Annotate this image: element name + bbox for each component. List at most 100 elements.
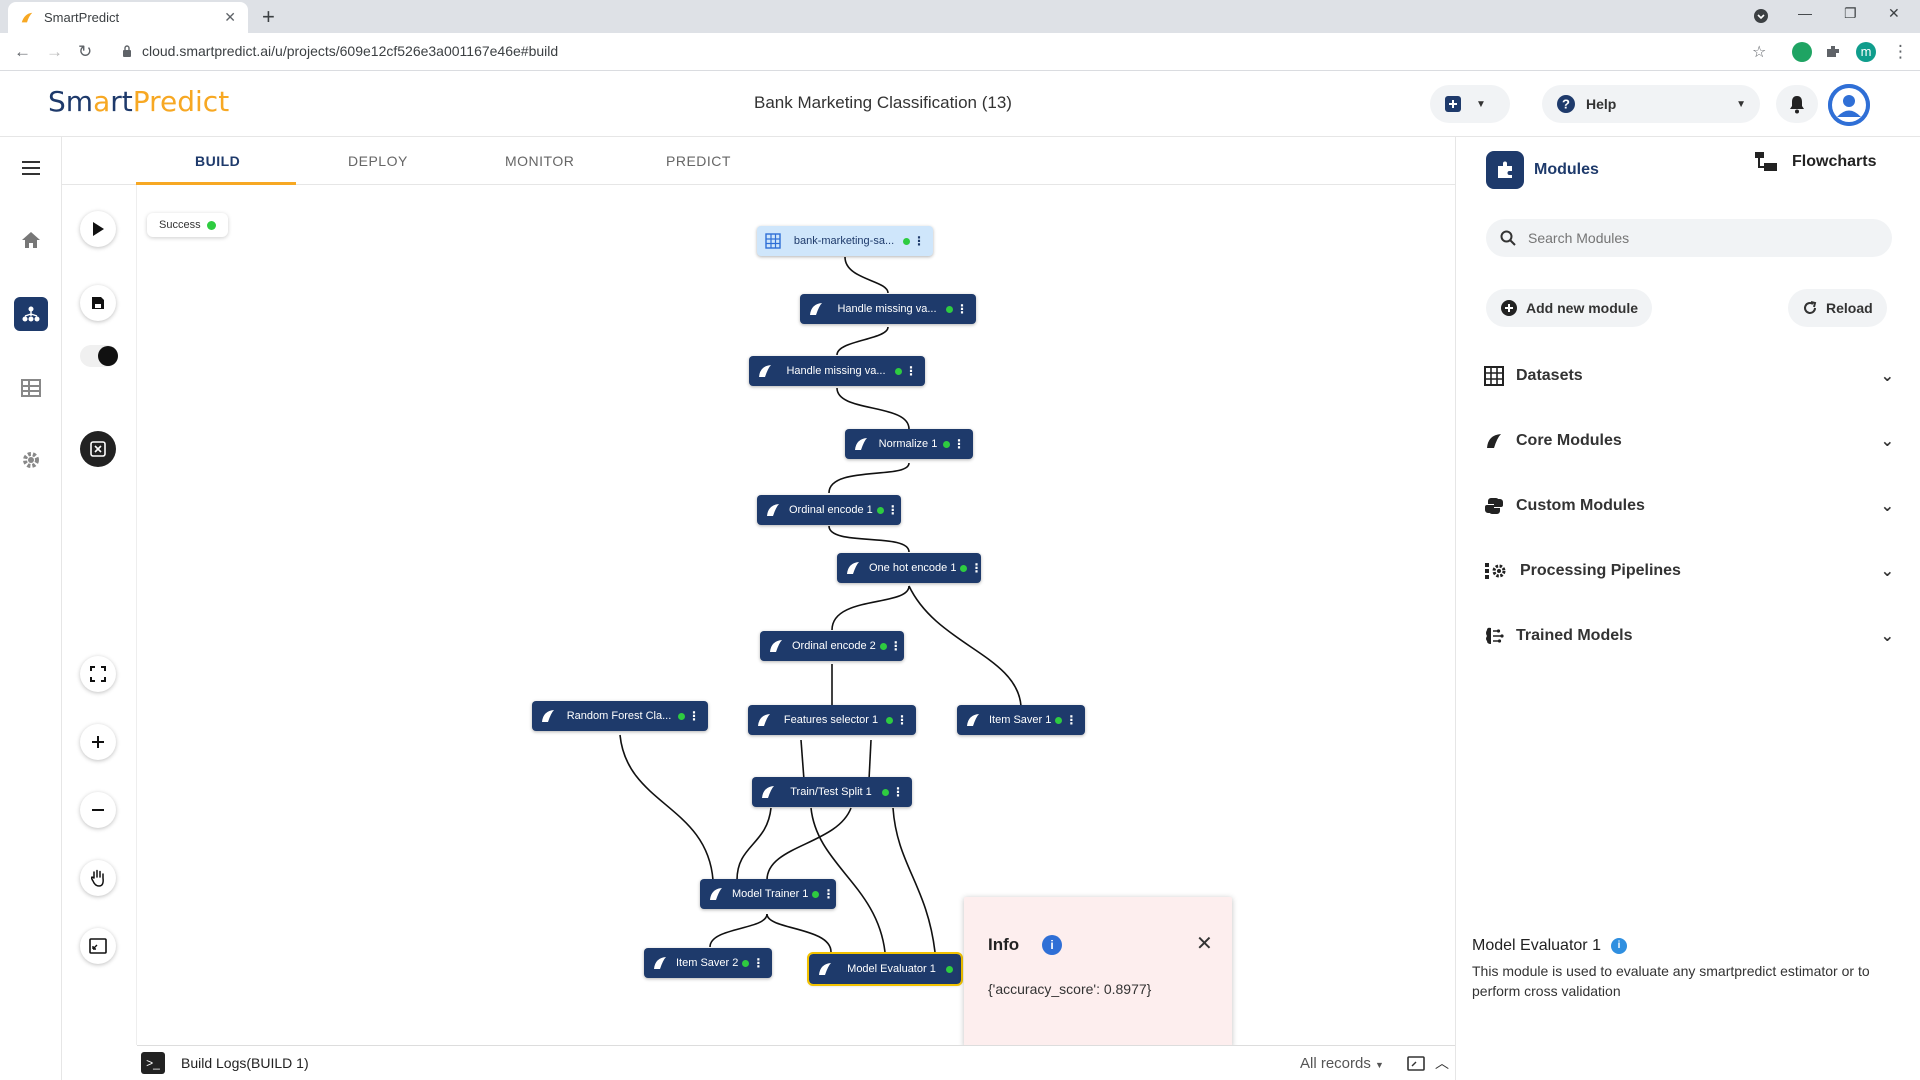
help-button[interactable]: ? Help ▼ xyxy=(1542,85,1760,123)
node-menu-icon[interactable]: ⋮ xyxy=(886,503,899,517)
add-new-module-label: Add new module xyxy=(1526,300,1638,316)
section-processing-pipelines[interactable]: Processing Pipelines ⌄ xyxy=(1484,556,1894,586)
flowchart-nav-icon[interactable] xyxy=(14,297,48,331)
tab-modules[interactable]: Modules xyxy=(1486,151,1599,189)
fit-view-button[interactable] xyxy=(80,928,116,964)
flow-node[interactable]: Item Saver 2 ⋮ xyxy=(644,948,772,978)
node-menu-icon[interactable]: ⋮ xyxy=(970,561,983,575)
flow-node-selected[interactable]: Model Evaluator 1 xyxy=(807,952,963,986)
save-button[interactable] xyxy=(80,285,116,321)
dataset-table-icon[interactable] xyxy=(14,371,48,405)
node-menu-icon[interactable]: ⋮ xyxy=(889,639,902,653)
section-core-modules[interactable]: Core Modules ⌄ xyxy=(1484,426,1894,456)
close-tab-icon[interactable]: ✕ xyxy=(224,9,236,25)
flow-node-dataset[interactable]: bank-marketing-sa... ⋮ xyxy=(757,226,933,256)
puzzle-icon xyxy=(1486,151,1524,189)
new-tab-icon[interactable]: + xyxy=(262,4,275,29)
tab-flowcharts[interactable]: Flowcharts xyxy=(1754,151,1876,173)
module-leaf-icon xyxy=(770,640,782,652)
node-menu-icon[interactable]: ⋮ xyxy=(1065,713,1078,727)
fit-screen-icon xyxy=(89,938,107,954)
tab-build[interactable]: BUILD xyxy=(195,153,241,169)
reload-page-icon[interactable]: ↻ xyxy=(78,42,93,61)
module-leaf-icon xyxy=(762,786,774,798)
tab-monitor[interactable]: MONITOR xyxy=(505,153,575,169)
node-menu-icon[interactable]: ⋮ xyxy=(896,713,908,727)
back-icon[interactable]: ← xyxy=(14,42,31,61)
flow-node[interactable]: Normalize 1 ⋮ xyxy=(845,429,973,459)
add-menu-button[interactable]: ▼ xyxy=(1430,85,1510,123)
reload-label: Reload xyxy=(1826,300,1873,316)
add-new-module-button[interactable]: Add new module xyxy=(1486,289,1652,327)
profile-avatar-icon[interactable]: m xyxy=(1856,42,1876,62)
restore-icon[interactable]: ❐ xyxy=(1844,5,1857,21)
home-icon[interactable] xyxy=(14,223,48,257)
info-icon: i xyxy=(1042,935,1062,955)
toggle-switch[interactable] xyxy=(80,345,118,367)
flow-node[interactable]: Ordinal encode 2 ⋮ xyxy=(760,631,904,661)
node-menu-icon[interactable]: ⋮ xyxy=(892,785,904,799)
url-text[interactable]: cloud.smartpredict.ai/u/projects/609e12c… xyxy=(142,43,559,59)
records-filter-label: All records xyxy=(1300,1055,1371,1072)
flow-node[interactable]: One hot encode 1 ⋮ xyxy=(837,553,983,583)
browser-menu-icon[interactable]: ⋮ xyxy=(1892,42,1909,61)
tab-modules-label: Modules xyxy=(1534,161,1599,178)
node-menu-icon[interactable]: ⋮ xyxy=(905,364,917,378)
zoom-in-button[interactable] xyxy=(80,724,116,760)
minimize-icon[interactable]: — xyxy=(1798,5,1812,21)
tab-predict[interactable]: PREDICT xyxy=(666,153,731,169)
bookmark-star-icon[interactable]: ☆ xyxy=(1752,44,1767,61)
section-datasets[interactable]: Datasets ⌄ xyxy=(1484,361,1894,391)
run-play-button[interactable] xyxy=(80,211,116,247)
reload-button[interactable]: Reload xyxy=(1788,289,1887,327)
close-popup-icon[interactable]: ✕ xyxy=(1196,933,1213,955)
fullscreen-button[interactable] xyxy=(80,656,116,692)
grammarly-extension-icon[interactable] xyxy=(1792,42,1812,62)
main-tabs: BUILD DEPLOY MONITOR PREDICT xyxy=(62,137,1455,185)
node-label: Handle missing va... xyxy=(786,365,886,377)
info-body: {'accuracy_score': 0.8977} xyxy=(988,981,1152,997)
clear-canvas-button[interactable] xyxy=(80,431,116,467)
settings-gear-icon[interactable] xyxy=(14,443,48,477)
logo-text-3: rt xyxy=(110,85,133,118)
build-logs-bar[interactable]: >_ Build Logs(BUILD 1) All records ▼ ︿ xyxy=(137,1045,1455,1080)
search-input[interactable] xyxy=(1528,230,1868,246)
close-window-icon[interactable]: ✕ xyxy=(1888,5,1900,21)
hamburger-menu-icon[interactable] xyxy=(14,151,48,185)
zoom-out-button[interactable] xyxy=(80,792,116,828)
notifications-button[interactable] xyxy=(1776,85,1818,123)
flow-node[interactable]: Random Forest Cla... ⋮ xyxy=(532,701,708,731)
svg-text:?: ? xyxy=(1562,97,1570,112)
node-menu-icon[interactable]: ⋮ xyxy=(956,302,968,316)
node-menu-icon[interactable]: ⋮ xyxy=(752,956,765,970)
flow-node[interactable]: Item Saver 1 ⋮ xyxy=(957,705,1085,735)
extensions-icon[interactable] xyxy=(1824,43,1842,61)
node-menu-icon[interactable]: ⋮ xyxy=(688,709,700,723)
flow-node[interactable]: Features selector 1 ⋮ xyxy=(748,705,916,735)
browser-tab[interactable]: SmartPredict ✕ xyxy=(8,2,248,33)
flow-node[interactable]: Handle missing va... ⋮ xyxy=(800,294,976,324)
node-menu-icon[interactable]: ⋮ xyxy=(822,887,835,901)
collapse-chevron-up-icon[interactable]: ︿ xyxy=(1435,1055,1449,1071)
section-custom-modules[interactable]: Custom Modules ⌄ xyxy=(1484,491,1894,521)
smartpredict-logo[interactable]: SmartPredict xyxy=(48,85,229,118)
user-avatar[interactable] xyxy=(1828,84,1870,126)
forward-icon[interactable]: → xyxy=(46,42,63,61)
node-status-dot xyxy=(960,564,968,572)
records-filter-select[interactable]: All records ▼ xyxy=(1300,1055,1384,1072)
expand-window-icon[interactable] xyxy=(1407,1056,1425,1071)
tab-deploy[interactable]: DEPLOY xyxy=(348,153,408,169)
node-status-dot xyxy=(946,965,953,973)
pan-hand-button[interactable] xyxy=(80,860,116,896)
section-trained-models[interactable]: Trained Models ⌄ xyxy=(1484,621,1894,651)
profile-download-icon[interactable] xyxy=(1752,7,1770,25)
flow-node[interactable]: Ordinal encode 1 ⋮ xyxy=(757,495,901,525)
search-modules[interactable] xyxy=(1486,219,1892,257)
node-menu-icon[interactable]: ⋮ xyxy=(953,437,965,451)
node-menu-icon[interactable]: ⋮ xyxy=(913,234,925,248)
flow-node[interactable]: Train/Test Split 1 ⋮ xyxy=(752,777,912,807)
flow-node[interactable]: Handle missing va... ⋮ xyxy=(749,356,925,386)
flow-canvas[interactable]: Success bank-marketing-sa... ⋮ xyxy=(137,185,1455,1045)
node-status-dot xyxy=(1055,716,1063,724)
flow-node[interactable]: Model Trainer 1 ⋮ xyxy=(700,879,836,909)
